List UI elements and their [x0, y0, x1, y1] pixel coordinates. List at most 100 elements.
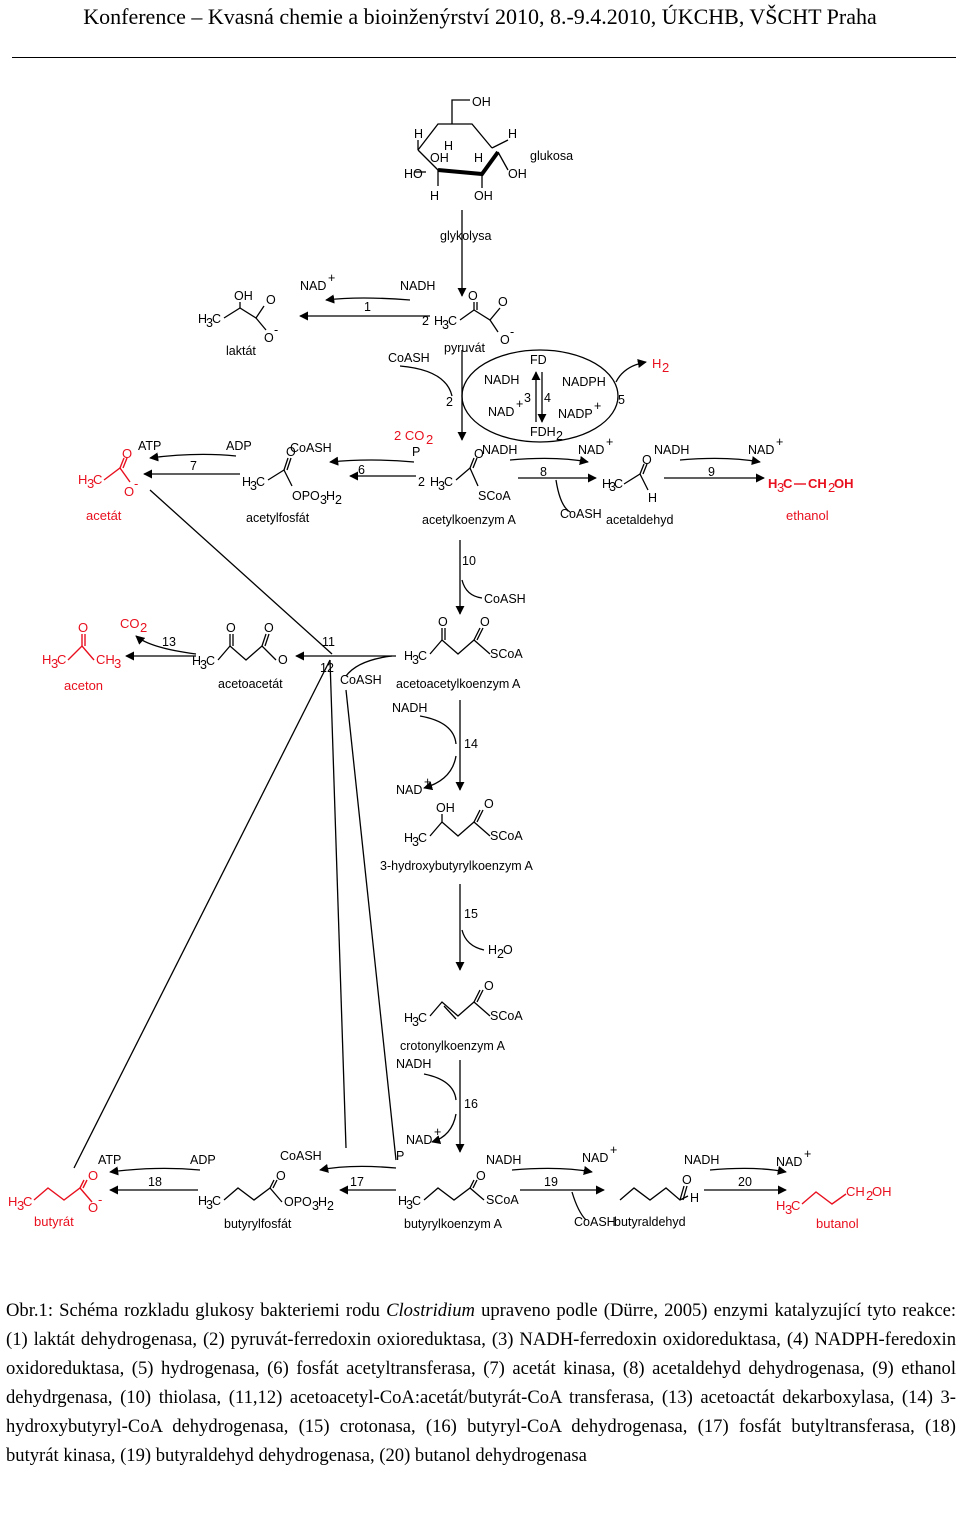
compound-name-hydroxybutyrylkoenzym-a: 3-hydroxybutyrylkoenzym A	[380, 859, 534, 873]
chem-label: H	[434, 314, 443, 328]
hydroxybutyrylcoa-structure: H 3 C OH O SCoA 3-hydroxybutyrylkoenzym …	[380, 797, 534, 873]
step-10: 10	[462, 554, 476, 568]
chem-label: H	[690, 1191, 699, 1205]
label-h: H	[414, 127, 423, 141]
chem-label: 2 CO	[394, 428, 424, 443]
chem-label: SCoA	[478, 489, 511, 503]
chem-label: 3	[442, 318, 449, 332]
acetate-structure: H 3 C O O - acetát	[78, 446, 138, 523]
chem-label: O	[226, 621, 236, 635]
lactate-structure: H 3 C OH O O - laktát	[198, 289, 278, 358]
chem-label: +	[776, 435, 783, 449]
step-17: 17	[350, 1175, 364, 1189]
chem-label: 3	[406, 1198, 413, 1212]
chem-label: +	[424, 775, 431, 789]
chem-label: 2	[335, 493, 342, 507]
butyrate-structure: H 3 C O O - butyrát	[8, 1168, 102, 1229]
chem-label: H	[404, 649, 413, 663]
chem-label: H	[652, 356, 661, 371]
chem-label: NAD	[488, 405, 514, 419]
acetone-structure: H 3 C O CH 3 aceton	[42, 620, 121, 693]
ferredoxin-cycle: FD FDH 2 NADH NAD + NADPH NADP + 3 4 5 H…	[461, 349, 669, 443]
step-9: 9	[708, 465, 715, 479]
chem-label: C	[418, 649, 427, 663]
step-19-group: NADH NAD + 19 CoASH	[486, 1143, 617, 1229]
compound-name-acetylfosfat: acetylfosfát	[246, 511, 310, 525]
chem-label: OH	[436, 801, 455, 815]
step-18: 18	[148, 1175, 162, 1189]
chem-label: 3	[785, 1202, 792, 1217]
chem-label: 3	[438, 479, 445, 493]
chem-label: CH	[808, 476, 827, 491]
header-divider	[12, 57, 956, 58]
chem-label: O	[476, 1169, 486, 1183]
caption-prefix: Obr.1: Schéma rozkladu glukosy bakteriem…	[6, 1300, 387, 1321]
chem-label: C	[614, 477, 623, 491]
chem-label: H	[430, 475, 439, 489]
figure-caption: Obr.1: Schéma rozkladu glukosy bakteriem…	[6, 1296, 956, 1470]
chem-label: O	[88, 1168, 98, 1183]
compound-name-acetaldehyd: acetaldehyd	[606, 513, 673, 527]
chem-label: H	[602, 477, 611, 491]
chem-label: C	[93, 472, 102, 487]
chem-label: O	[88, 1200, 98, 1215]
compound-name-acetoacetylkoenzym-a: acetoacetylkoenzym A	[396, 677, 521, 691]
chem-label: C	[791, 1198, 800, 1213]
label-oh: OH	[430, 151, 449, 165]
step-9-group: NADH NAD + 9	[654, 435, 783, 483]
compound-name-acetat: acetát	[86, 508, 122, 523]
step-6-group: CoASH 2 CO 2 P 6	[290, 428, 433, 481]
ethanol-structure: H 3 C CH 2 OH ethanol	[768, 476, 854, 523]
step-13: 13	[162, 635, 176, 649]
step-6: 6	[358, 463, 365, 477]
chem-label: O	[286, 445, 296, 459]
chem-label: CoASH	[340, 673, 382, 687]
step-13-group: CO 2 13	[120, 616, 197, 661]
acetylcoa-structure: 2 H 3 C O SCoA acetylkoenzym A	[418, 447, 516, 527]
compound-name-crotonylkoenzym-a: crotonylkoenzym A	[400, 1039, 506, 1053]
chem-label: C	[57, 652, 66, 667]
step-17-group: CoASH P 17	[280, 1149, 404, 1195]
step-7: 7	[190, 459, 197, 473]
chem-label: CH	[846, 1184, 865, 1199]
compound-name-laktat: laktát	[226, 344, 256, 358]
label-h3c: H	[198, 312, 207, 326]
chem-label: H	[326, 489, 335, 503]
chem-label: C	[448, 314, 457, 328]
chem-label: H	[42, 652, 51, 667]
chem-label: C	[412, 1194, 421, 1208]
chem-label: +	[328, 271, 335, 285]
chem-label: O	[484, 797, 494, 811]
chem-label: SCoA	[490, 647, 523, 661]
step-14-group: NADH 14 NAD +	[392, 700, 478, 797]
chem-label: H	[198, 1194, 207, 1208]
chem-label: NADH	[684, 1153, 719, 1167]
chem-label: OPO	[284, 1195, 312, 1209]
arrow-step-10-coash	[461, 579, 483, 599]
butyrylcoa-structure: H 3 C O SCoA butyrylkoenzym A	[398, 1169, 519, 1231]
compound-name-glukosa: glukosa	[530, 149, 573, 163]
chem-label: 2	[426, 432, 433, 447]
step-3: 3	[524, 391, 531, 405]
chem-label: 3	[412, 835, 419, 849]
chem-label: O	[480, 615, 490, 629]
chem-label: C	[212, 312, 221, 326]
chem-label: +	[610, 1143, 617, 1157]
label-h: H	[444, 139, 453, 153]
chem-label: ADP	[190, 1153, 216, 1167]
label-h: H	[508, 127, 517, 141]
chem-label: ATP	[138, 439, 161, 453]
chem-label: SCoA	[490, 1009, 523, 1023]
chem-label: C	[783, 476, 793, 491]
chem-label: ADP	[226, 439, 252, 453]
chem-label: ATP	[98, 1153, 121, 1167]
chem-label: FDH	[530, 425, 556, 439]
chem-label: 3	[312, 1199, 319, 1213]
chem-label: 3	[250, 479, 257, 493]
step-2: 2	[446, 395, 453, 409]
chem-label: O	[266, 293, 276, 307]
chem-label: 3	[17, 1198, 24, 1213]
chem-label: 2	[422, 314, 429, 328]
chem-label: NAD	[578, 443, 604, 457]
page-header: Konference – Kvasná chemie a bioinženýrs…	[0, 0, 960, 60]
